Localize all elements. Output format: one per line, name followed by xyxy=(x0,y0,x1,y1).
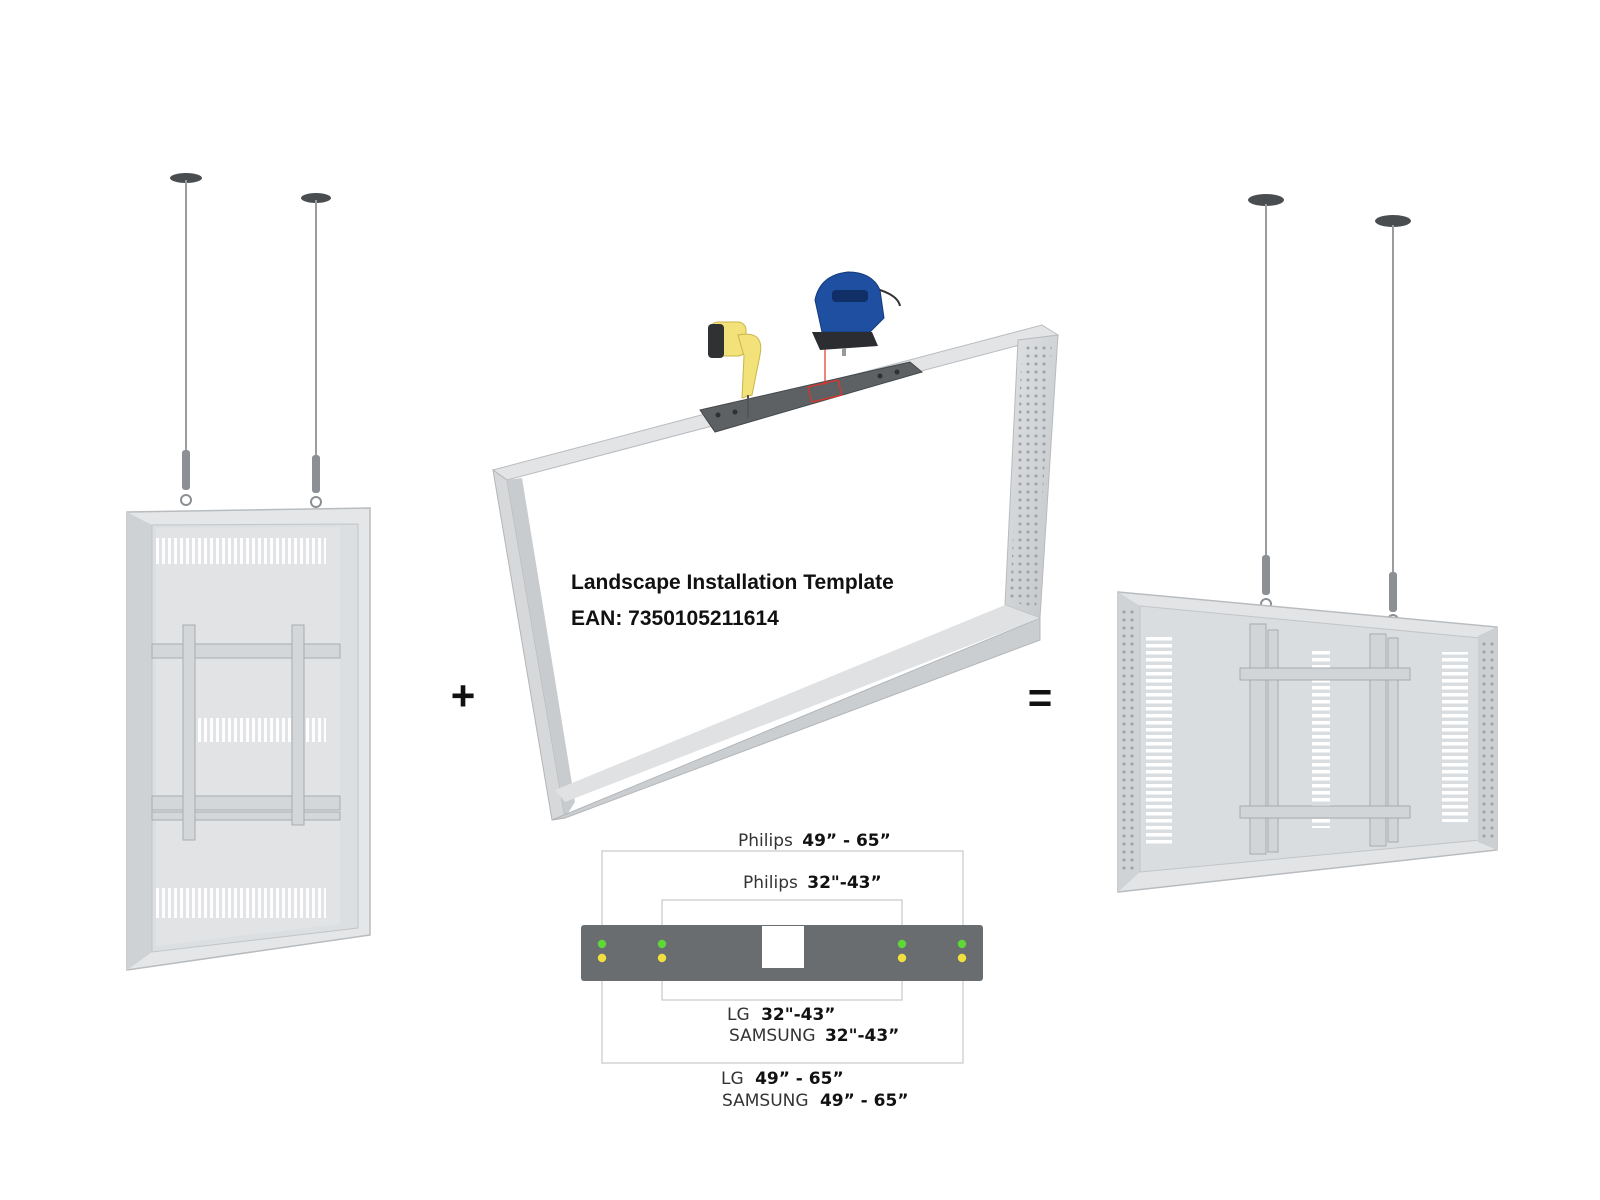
label-philips-large: Philips 49” - 65” xyxy=(738,831,891,851)
landscape-enclosure xyxy=(1117,194,1498,893)
size-samsung-large: 49” - 65” xyxy=(820,1091,909,1111)
plus-operator: + xyxy=(451,672,476,719)
size-philips-large: 49” - 65” xyxy=(802,831,891,851)
size-philips-small: 32"-43” xyxy=(807,873,881,893)
ceiling-cable-right-2 xyxy=(1375,215,1411,626)
jigsaw-icon xyxy=(812,271,901,356)
label-samsung-large: SAMSUNG 49” - 65” xyxy=(722,1091,909,1111)
equals-operator: = xyxy=(1028,674,1053,721)
plate-cutout xyxy=(762,926,804,968)
size-samsung-small: 32"-43” xyxy=(825,1026,899,1046)
brand-lg-small: LG xyxy=(727,1005,750,1025)
size-lg-large: 49” - 65” xyxy=(755,1069,844,1089)
brand-samsung-large: SAMSUNG xyxy=(722,1091,809,1111)
brand-philips-small: Philips xyxy=(743,873,798,893)
brand-lg-large: LG xyxy=(721,1069,744,1089)
brand-samsung-small: SAMSUNG xyxy=(729,1026,816,1046)
size-lg-small: 32"-43” xyxy=(761,1005,835,1025)
cutout-marker xyxy=(807,379,843,403)
label-lg-small: LG 32"-43” xyxy=(727,1005,835,1025)
brand-philips-large: Philips xyxy=(738,831,793,851)
drill-icon xyxy=(708,321,762,418)
vesa-bracket-portrait xyxy=(151,624,341,841)
mounting-template-diagram: Philips 49” - 65” Philips 32"-43” LG 32"… xyxy=(581,831,983,1111)
portrait-enclosure xyxy=(126,173,371,971)
ceiling-cable-right-1 xyxy=(1248,194,1284,610)
mounting-holes xyxy=(597,939,967,963)
template-ean: EAN: 7350105211614 xyxy=(571,607,779,630)
vesa-bracket-landscape xyxy=(1239,623,1411,855)
ceiling-cable-left-2 xyxy=(301,193,331,508)
template-title: Landscape Installation Template xyxy=(571,571,894,594)
label-philips-small: Philips 32"-43” xyxy=(743,873,882,893)
label-lg-large: LG 49” - 65” xyxy=(721,1069,844,1089)
ceiling-cable-left-1 xyxy=(170,173,202,506)
label-samsung-small: SAMSUNG 32"-43” xyxy=(729,1026,899,1046)
landscape-template-frame xyxy=(491,324,1060,821)
